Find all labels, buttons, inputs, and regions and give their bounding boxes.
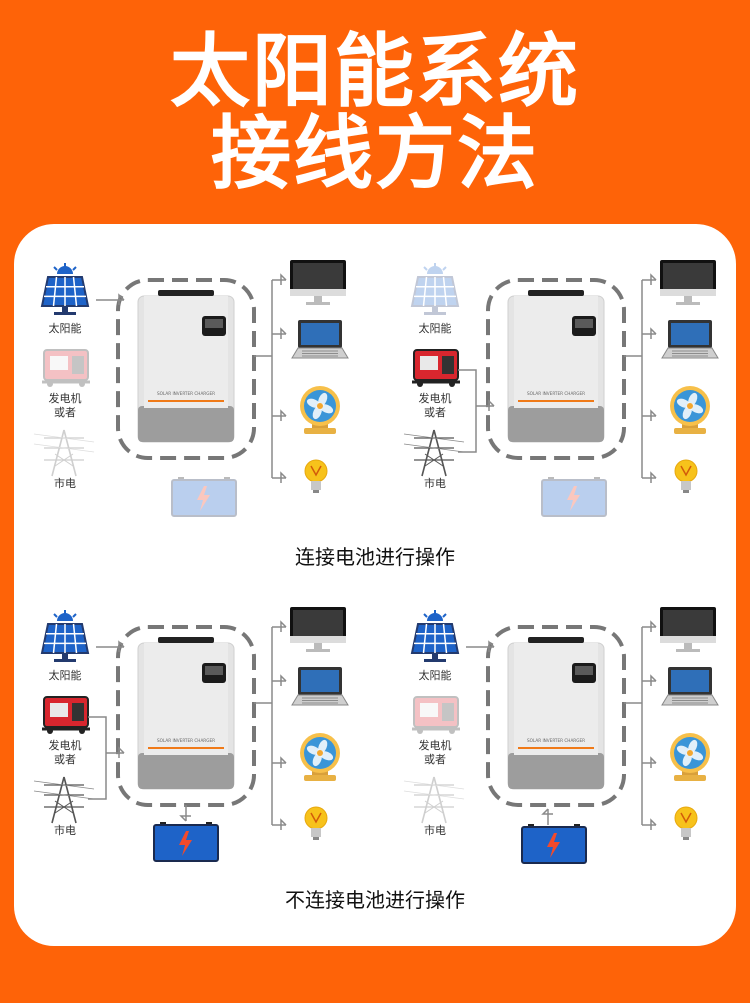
wiring-diagram-svg: SOLAR INVERTER CHARGER: [403, 607, 719, 864]
laptop-icon: [291, 667, 349, 706]
monitor-icon: [290, 260, 346, 305]
source-label-generator: 发电机: [48, 392, 82, 405]
source-label-solar: 太阳能: [418, 322, 452, 335]
wiring-lines: [466, 620, 657, 830]
fan-icon: [670, 733, 710, 781]
power-tower-icon: [403, 429, 465, 477]
source-label-generator: 发电机: [418, 739, 452, 752]
inverter-unit: SOLAR INVERTER CHARGER: [137, 290, 235, 443]
light-bulb-icon: [674, 806, 698, 840]
battery-icon: [153, 822, 219, 862]
laptop-icon: [661, 667, 719, 706]
source-label-solar: 太阳能: [48, 322, 82, 335]
power-tower-icon: [33, 776, 95, 824]
generator-icon: [42, 696, 90, 734]
inverter-boundary: [116, 278, 256, 460]
source-label-solar: 太阳能: [418, 669, 452, 682]
wiring-lines: [88, 620, 287, 830]
monitor-icon: [660, 607, 716, 652]
generator-icon: [42, 349, 90, 387]
source-label-solar: 太阳能: [48, 669, 82, 682]
inverter-boundary: [486, 278, 626, 460]
light-bulb-icon: [674, 459, 698, 493]
battery-icon: [541, 477, 607, 517]
laptop-icon: [661, 320, 719, 359]
title-line-1: 太阳能系统: [170, 25, 580, 118]
inverter-label: SOLAR INVERTER CHARGER: [157, 738, 215, 743]
source-label-grid: 市电: [424, 477, 446, 490]
monitor-icon: [290, 607, 346, 652]
wiring-diagram-svg: SOLAR INVERTER CHARGER: [403, 260, 719, 517]
inverter-boundary: [486, 625, 626, 807]
source-label-grid: 市电: [424, 824, 446, 837]
title-line-2: 接线方法: [211, 107, 539, 200]
caption-with-battery: 连接电池进行操作: [295, 545, 455, 569]
source-label-grid: 市电: [54, 477, 76, 490]
generator-icon: [412, 349, 460, 387]
source-label-generator: 发电机: [48, 739, 82, 752]
inverter-unit: SOLAR INVERTER CHARGER: [137, 637, 235, 790]
inverter-label: SOLAR INVERTER CHARGER: [157, 391, 215, 396]
fan-icon: [300, 733, 340, 781]
caption-without-battery: 不连接电池进行操作: [285, 888, 465, 912]
source-label-or: 或者: [424, 753, 446, 766]
source-label-or: 或者: [424, 406, 446, 419]
solar-panel-icon: [40, 610, 90, 662]
laptop-icon: [291, 320, 349, 359]
inverter-unit: SOLAR INVERTER CHARGER: [507, 290, 605, 443]
source-label-or: 或者: [54, 753, 76, 766]
wiring-lines: [458, 273, 657, 483]
battery-icon: [521, 824, 587, 864]
fan-icon: [670, 386, 710, 434]
light-bulb-icon: [304, 459, 328, 493]
monitor-icon: [660, 260, 716, 305]
solar-panel-icon: [410, 263, 460, 315]
inverter-label: SOLAR INVERTER CHARGER: [527, 738, 585, 743]
wiring-panel-1: SOLAR INVERTER CHARGER 太阳能发电机或者市电: [30, 256, 380, 526]
wiring-panel-4: SOLAR INVERTER CHARGER 太阳能发电机或者市电: [400, 603, 750, 873]
power-tower-icon: [33, 429, 95, 477]
diagram-card: [14, 224, 736, 946]
wiring-diagram-svg: SOLAR INVERTER CHARGER: [33, 260, 349, 517]
inverter-unit: SOLAR INVERTER CHARGER: [507, 637, 605, 790]
power-tower-icon: [403, 776, 465, 824]
source-label-or: 或者: [54, 406, 76, 419]
fan-icon: [300, 386, 340, 434]
solar-panel-icon: [40, 263, 90, 315]
battery-icon: [171, 477, 237, 517]
solar-panel-icon: [410, 610, 460, 662]
inverter-label: SOLAR INVERTER CHARGER: [527, 391, 585, 396]
wiring-panel-2: SOLAR INVERTER CHARGER 太阳能发电机或者市电: [400, 256, 750, 526]
wiring-panel-3: SOLAR INVERTER CHARGER 太阳能发电机或者市电: [30, 603, 380, 873]
light-bulb-icon: [304, 806, 328, 840]
generator-icon: [412, 696, 460, 734]
wiring-diagram-svg: SOLAR INVERTER CHARGER: [33, 607, 349, 862]
source-label-grid: 市电: [54, 824, 76, 837]
wiring-lines: [96, 273, 287, 483]
source-label-generator: 发电机: [418, 392, 452, 405]
